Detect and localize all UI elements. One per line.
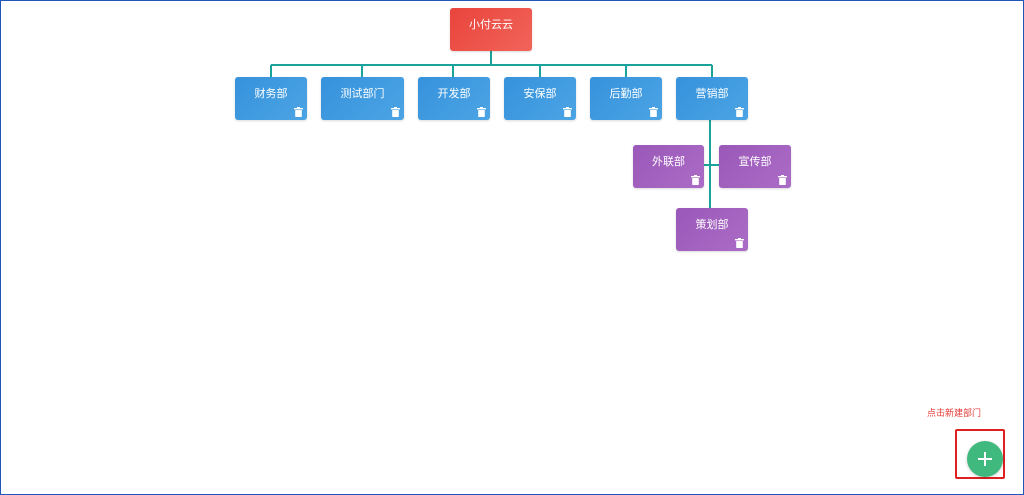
org-node-planning[interactable]: 策划部 <box>676 208 748 251</box>
org-node-external-relations[interactable]: 外联部 <box>633 145 704 188</box>
trash-icon[interactable] <box>691 175 700 185</box>
org-node-label: 财务部 <box>254 87 288 100</box>
org-node-publicity[interactable]: 宣传部 <box>719 145 791 188</box>
trash-icon[interactable] <box>735 238 744 248</box>
org-node-label: 安保部 <box>523 87 557 100</box>
trash-icon[interactable] <box>735 107 744 117</box>
trash-icon[interactable] <box>649 107 658 117</box>
add-department-button[interactable] <box>967 441 1003 477</box>
trash-icon[interactable] <box>294 107 303 117</box>
org-node-label: 后勤部 <box>609 87 643 100</box>
org-node-label: 测试部门 <box>340 87 385 100</box>
add-department-hint: 点击新建部门 <box>927 409 982 419</box>
trash-icon[interactable] <box>391 107 400 117</box>
trash-icon[interactable] <box>563 107 572 117</box>
org-node-label: 营销部 <box>695 87 729 100</box>
org-node-logistics[interactable]: 后勤部 <box>590 77 662 120</box>
trash-icon[interactable] <box>778 175 787 185</box>
plus-icon <box>978 452 992 466</box>
org-node-root-label: 小付云云 <box>469 18 513 31</box>
org-node-marketing[interactable]: 营销部 <box>676 77 748 120</box>
org-node-security[interactable]: 安保部 <box>504 77 576 120</box>
org-node-label: 策划部 <box>695 218 729 231</box>
org-node-testing[interactable]: 测试部门 <box>321 77 404 120</box>
org-node-development[interactable]: 开发部 <box>418 77 490 120</box>
org-node-finance[interactable]: 财务部 <box>235 77 307 120</box>
trash-icon[interactable] <box>477 107 486 117</box>
org-node-label: 外联部 <box>652 155 685 168</box>
add-button-highlight <box>955 429 1005 479</box>
org-node-root[interactable]: 小付云云 <box>450 8 532 51</box>
org-node-label: 开发部 <box>437 87 471 100</box>
org-node-label: 宣传部 <box>738 155 772 168</box>
